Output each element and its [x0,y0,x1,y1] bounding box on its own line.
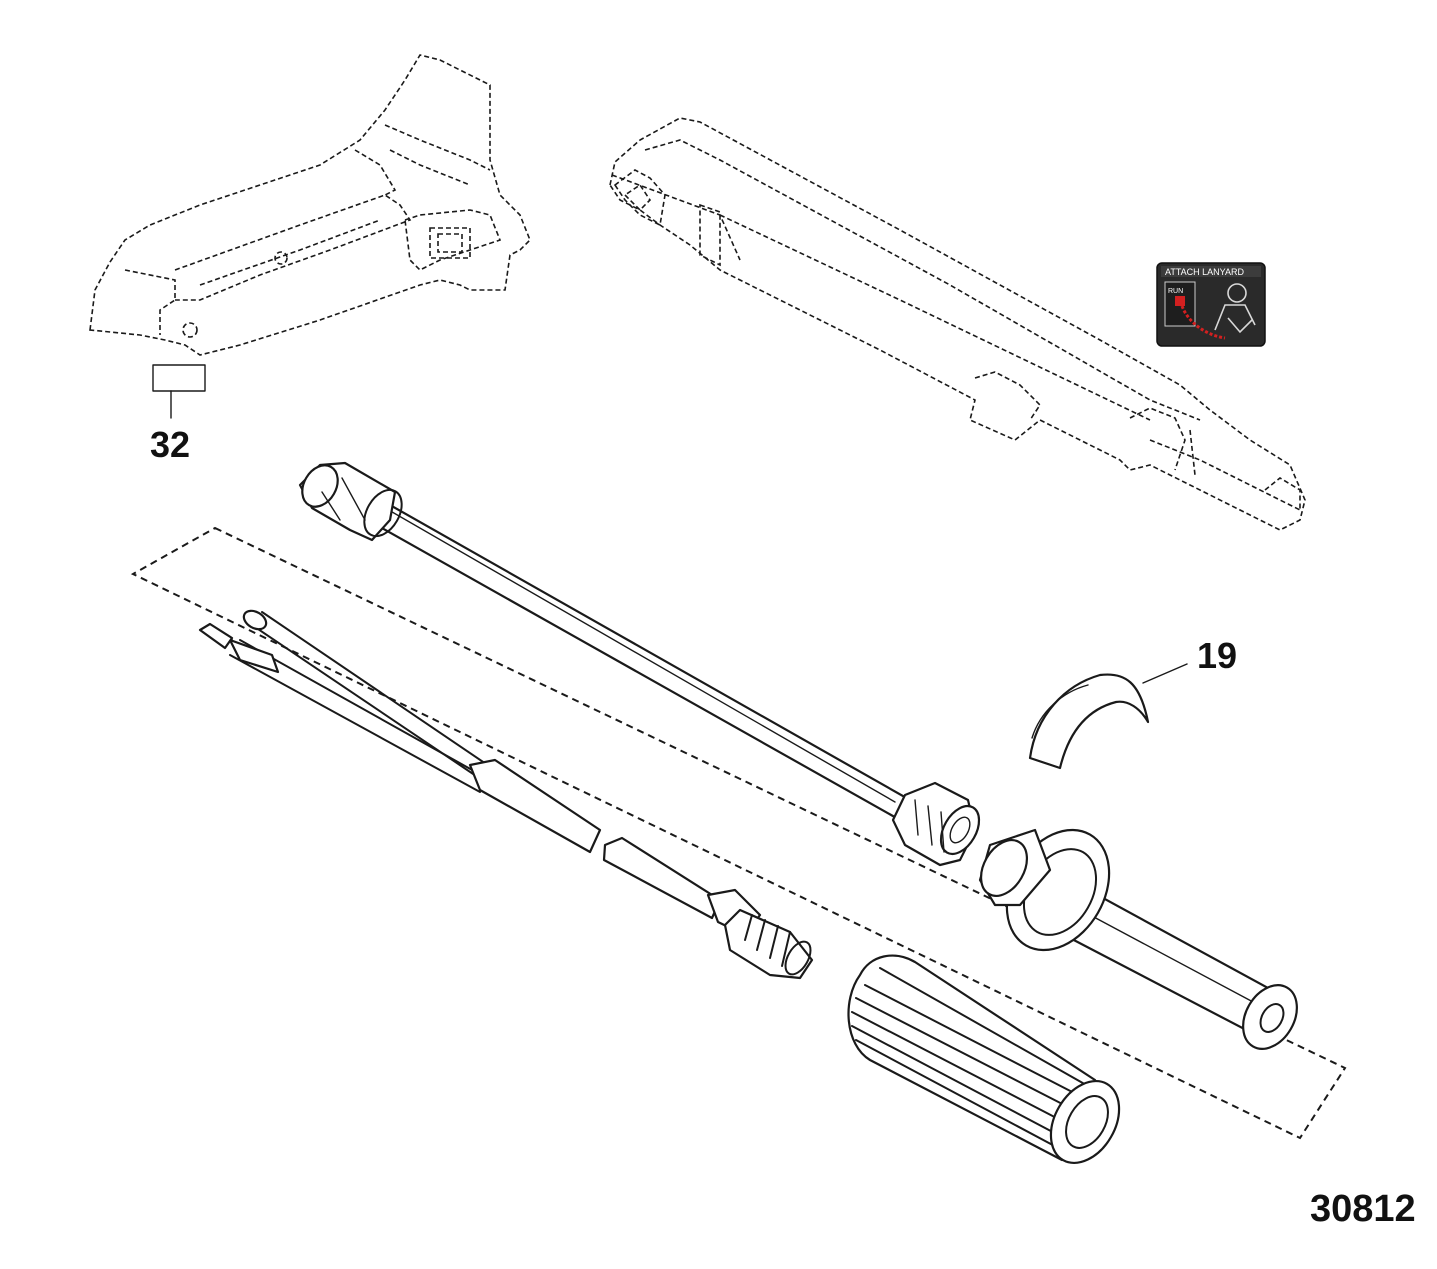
stop-switch-icon [1175,296,1185,306]
tiller-bracket-housing [89,54,531,356]
operator-head-icon [1227,283,1247,303]
decal-header-text: ATTACH LANYARD [1165,267,1245,277]
bushing-part-19 [1028,663,1188,770]
throttle-cable-assembly [198,609,814,980]
throttle-grip [847,954,1121,1165]
throttle-shaft [298,461,981,867]
callout-32: 32 [150,424,190,465]
callout-19: 19 [1197,635,1237,676]
phantom-boundary-box [130,526,1347,1140]
tiller-handle-arm [609,117,1306,531]
attach-lanyard-decal: ATTACH LANYARD RUN [1156,262,1266,347]
decal-run-label: RUN [1168,288,1183,295]
decal-32-placeholder [152,364,206,419]
throttle-tube [978,828,1298,1050]
figure-number: 30812 [1310,1188,1416,1230]
